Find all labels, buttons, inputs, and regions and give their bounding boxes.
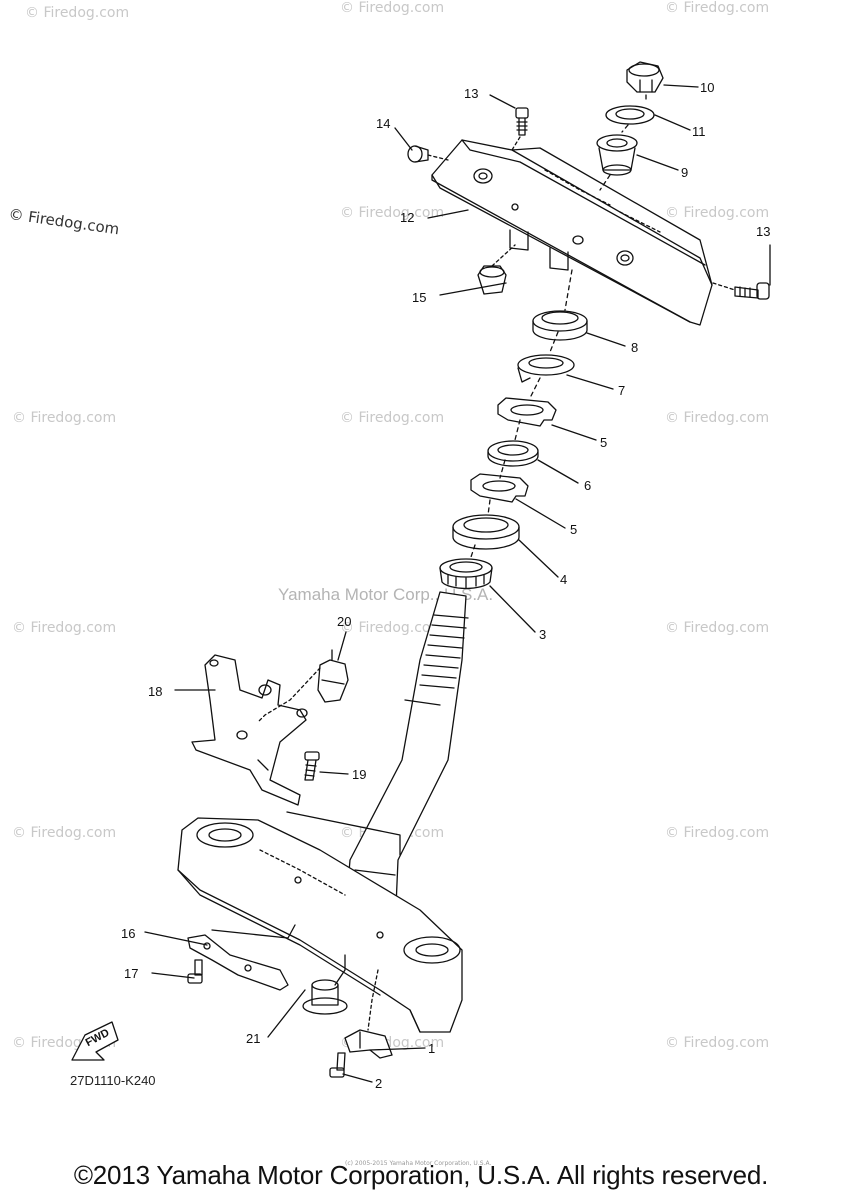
lock-washer-7 (517, 354, 575, 383)
callout-16: 16 (121, 926, 136, 941)
copyright-footer: ©2013 Yamaha Motor Corporation, U.S.A. A… (73, 1160, 769, 1190)
watermark: © Firedog.com (340, 0, 445, 16)
fineprint: (c) 2005-2015 Yamaha Motor Corporation, … (345, 1160, 492, 1167)
watermark: © Firedog.com (25, 5, 130, 21)
bracket-1 (344, 1029, 393, 1059)
bearing-8 (532, 310, 588, 341)
bearing-3 (439, 558, 493, 590)
callout-5-lower: 5 (570, 522, 578, 537)
callout-2: 2 (375, 1076, 383, 1091)
bushing-21 (302, 979, 348, 1015)
callout-11: 11 (692, 124, 706, 139)
lower-bracket (177, 817, 463, 1033)
watermark: © Firedog.com (665, 825, 770, 841)
washer-11 (605, 105, 655, 125)
callout-10: 10 (700, 80, 715, 95)
bolt-13-top (515, 107, 529, 136)
callout-20: 20 (337, 614, 352, 629)
callout-15: 15 (412, 290, 427, 305)
collar-9 (596, 134, 638, 176)
rubber-washer-6 (487, 440, 539, 467)
bolt-19 (304, 751, 320, 781)
callout-14: 14 (376, 116, 391, 131)
callout-1: 1 (428, 1041, 436, 1056)
bolt-2 (329, 1052, 346, 1078)
watermark: © Firedog.com (340, 620, 445, 636)
callout-17: 17 (124, 966, 139, 981)
bolt-17 (187, 959, 203, 984)
upper-bracket (431, 139, 713, 326)
fwd-arrow-icon (71, 1021, 119, 1061)
callout-4: 4 (560, 572, 568, 587)
callout-9: 9 (681, 165, 689, 180)
callout-6: 6 (584, 478, 592, 493)
watermark: © Firedog.com (12, 825, 117, 841)
watermark: © Firedog.com (12, 410, 117, 426)
watermark: © Firedog.com (665, 205, 770, 221)
watermark: © Firedog.com (665, 620, 770, 636)
watermark: © Firedog.com (12, 620, 117, 636)
clamp-20 (317, 649, 349, 703)
watermark: © Firedog.com (665, 410, 770, 426)
bracket-18 (191, 654, 308, 806)
watermark: © Firedog.com (340, 410, 445, 426)
stay-16 (187, 934, 289, 991)
callout-21: 21 (246, 1031, 261, 1046)
callout-19: 19 (352, 767, 367, 782)
callout-7: 7 (618, 383, 626, 398)
callout-5-upper: 5 (600, 435, 608, 450)
callout-13-top: 13 (464, 86, 479, 101)
callout-3: 3 (539, 627, 547, 642)
ring-nut-5-upper (497, 397, 557, 427)
watermark: © Firedog.com (665, 1035, 770, 1051)
callout-13-right: 13 (756, 224, 771, 239)
callout-12: 12 (400, 210, 415, 225)
ring-nut-5-lower (470, 473, 529, 503)
bolt-13-right (734, 282, 770, 300)
watermark: © Firedog.com (340, 205, 445, 221)
bearing-race-4 (452, 514, 520, 550)
nut-10 (626, 61, 664, 93)
watermark: © Firedog.com (665, 0, 770, 16)
callout-18: 18 (148, 684, 163, 699)
diagram-code: 27D1110-K240 (70, 1073, 156, 1088)
callout-8: 8 (631, 340, 639, 355)
nut-15 (477, 265, 507, 295)
